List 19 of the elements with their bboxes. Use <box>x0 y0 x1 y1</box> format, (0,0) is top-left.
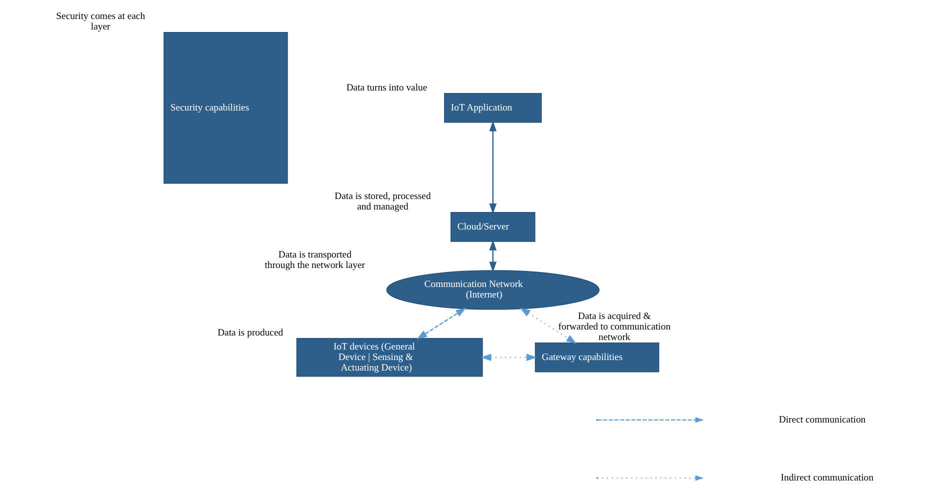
node-label: Security comes at each layer <box>56 11 146 33</box>
node-ellipse: Communication Network (Internet) <box>386 270 600 310</box>
node-box: Security capabilities <box>164 32 288 184</box>
node-label: Data is produced <box>218 328 284 339</box>
arrow <box>520 308 577 344</box>
legend-label: Indirect communication <box>780 472 874 484</box>
node-box: IoT devices (General Device | Sensing & Actuating Device) <box>296 338 483 377</box>
node-label: Data turns into value <box>346 82 428 94</box>
arrow <box>416 308 466 340</box>
legend-label: Direct communication <box>778 414 866 426</box>
node-label: Data is acquired & forwarded to communication network <box>558 311 671 344</box>
node-box: Cloud/Server <box>450 212 536 242</box>
arrow <box>480 354 537 362</box>
node-box: Gateway capabilities <box>534 342 660 372</box>
arrow <box>489 240 497 272</box>
node-box: IoT Application <box>444 92 542 123</box>
node-label: Data is stored, processed and managed <box>334 191 431 213</box>
node-label: Data is transported through the network layer <box>264 249 365 271</box>
arrow <box>489 120 497 214</box>
